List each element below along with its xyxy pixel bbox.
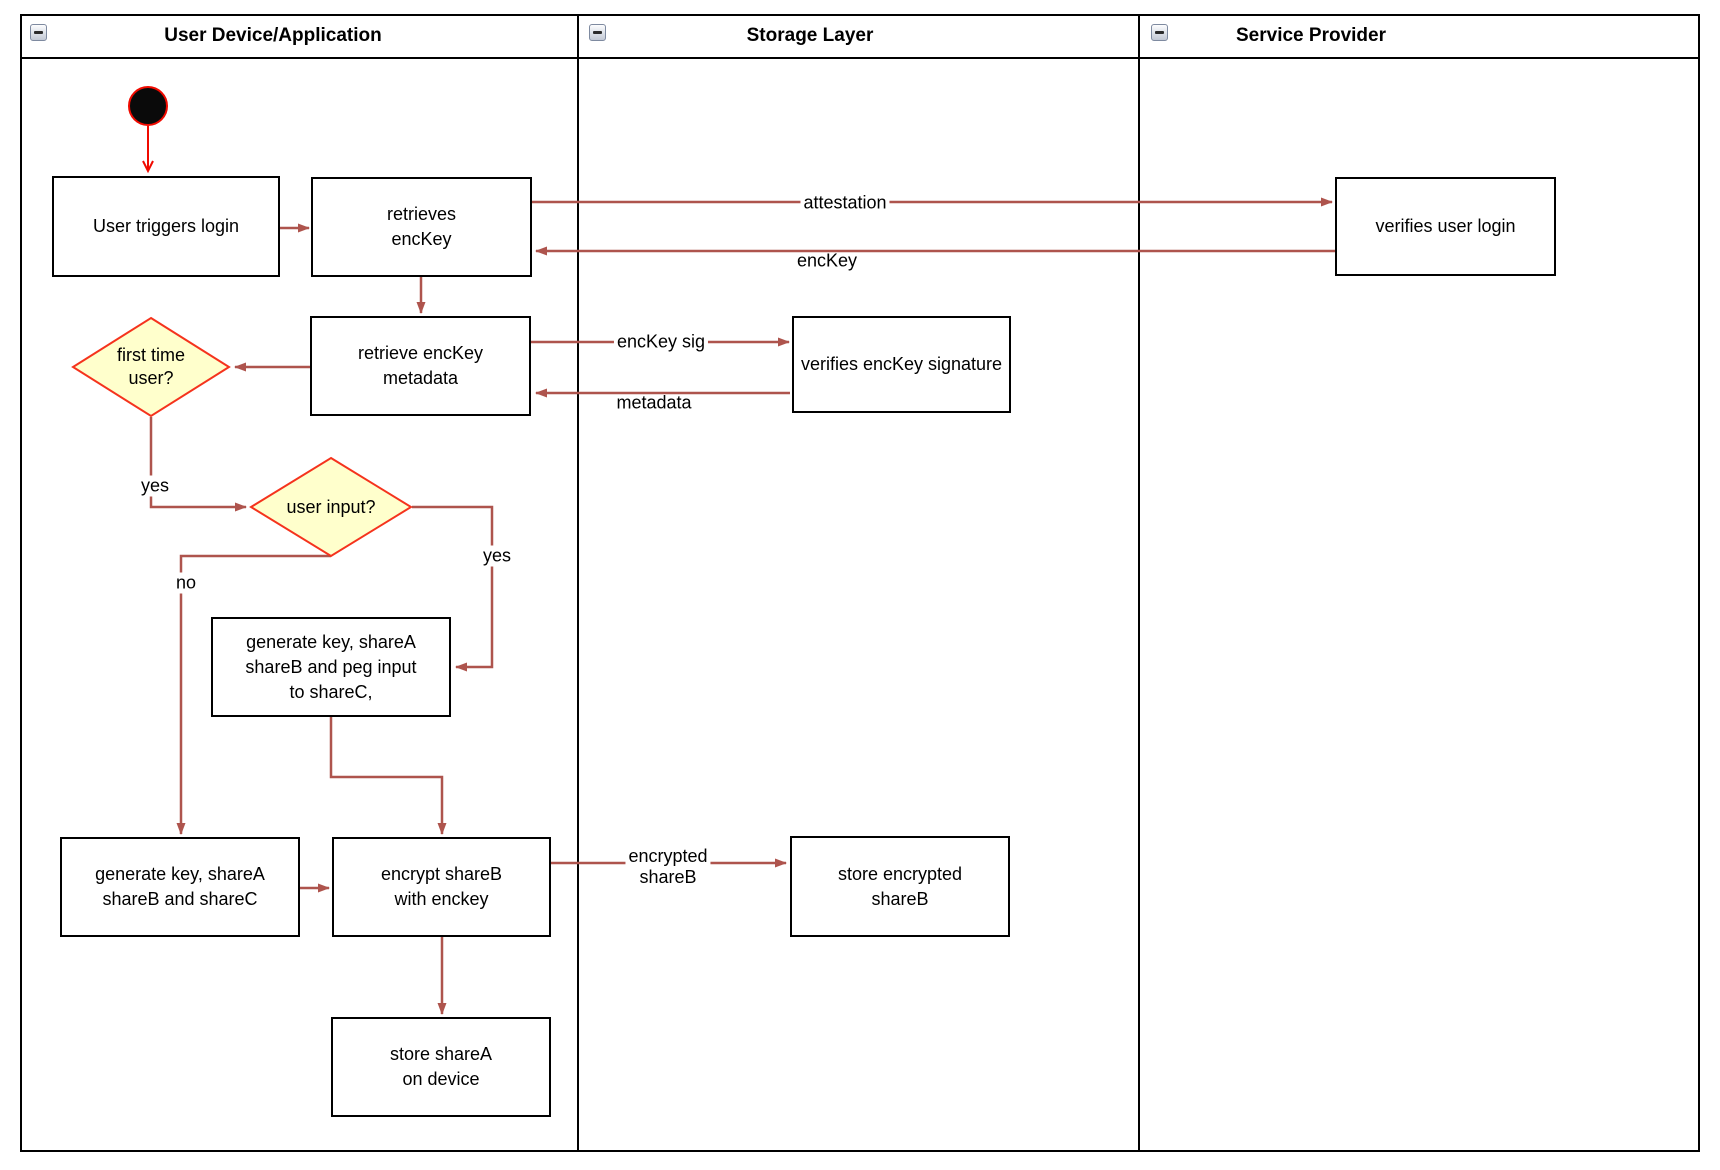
node-store-sharea-on-device[interactable]: store shareA on device xyxy=(331,1017,551,1117)
diamond-shape xyxy=(71,316,231,418)
edge-label-no-user-input: no xyxy=(172,572,200,594)
collapse-lane-storage-button[interactable] xyxy=(589,24,606,41)
header-separator xyxy=(20,57,1700,59)
node-user-triggers-login[interactable]: User triggers login xyxy=(52,176,280,277)
node-generate-key-sharec[interactable]: generate key, shareA shareB and shareC xyxy=(60,837,300,937)
lane-title-user-device: User Device/Application xyxy=(164,25,382,46)
decision-user-input[interactable]: user input? xyxy=(249,456,413,558)
collapse-lane-service-button[interactable] xyxy=(1151,24,1168,41)
edge-label-yes-user-input: yes xyxy=(479,545,515,567)
lane-title-storage-layer: Storage Layer xyxy=(746,25,874,46)
node-verifies-enckey-signature[interactable]: verifies encKey signature xyxy=(792,316,1011,413)
start-node[interactable] xyxy=(128,86,168,126)
node-retrieves-enckey[interactable]: retrieves encKey xyxy=(311,177,532,277)
decision-label: user input? xyxy=(286,496,376,517)
edge-label-enckey: encKey xyxy=(796,250,858,271)
node-encrypt-shareb[interactable]: encrypt shareB with enckey xyxy=(332,837,551,937)
decision-first-time-user[interactable]: first time user? xyxy=(71,316,231,418)
lane-divider-2 xyxy=(1138,14,1140,1152)
node-store-encrypted-shareb[interactable]: store encrypted shareB xyxy=(790,836,1010,937)
edge-label-yes-first-time: yes xyxy=(137,475,173,497)
diamond-shape xyxy=(249,456,413,558)
edge-label-metadata: metadata xyxy=(616,392,692,413)
collapse-lane-user-device-button[interactable] xyxy=(30,24,47,41)
edge-label-enckey-sig: encKey sig xyxy=(613,331,709,353)
minus-icon xyxy=(34,31,43,34)
edge-label-attestation: attestation xyxy=(800,192,890,214)
node-verifies-user-login[interactable]: verifies user login xyxy=(1335,177,1556,276)
decision-label: first time user? xyxy=(116,345,185,388)
edge-label-encrypted-shareb: encrypted shareB xyxy=(625,846,711,888)
node-retrieve-enckey-metadata[interactable]: retrieve encKey metadata xyxy=(310,316,531,416)
minus-icon xyxy=(1155,31,1164,34)
minus-icon xyxy=(593,31,602,34)
lane-divider-1 xyxy=(577,14,579,1152)
node-generate-key-peg-input[interactable]: generate key, shareA shareB and peg inpu… xyxy=(211,617,451,717)
lane-title-service-provider: Service Provider xyxy=(1236,25,1386,46)
